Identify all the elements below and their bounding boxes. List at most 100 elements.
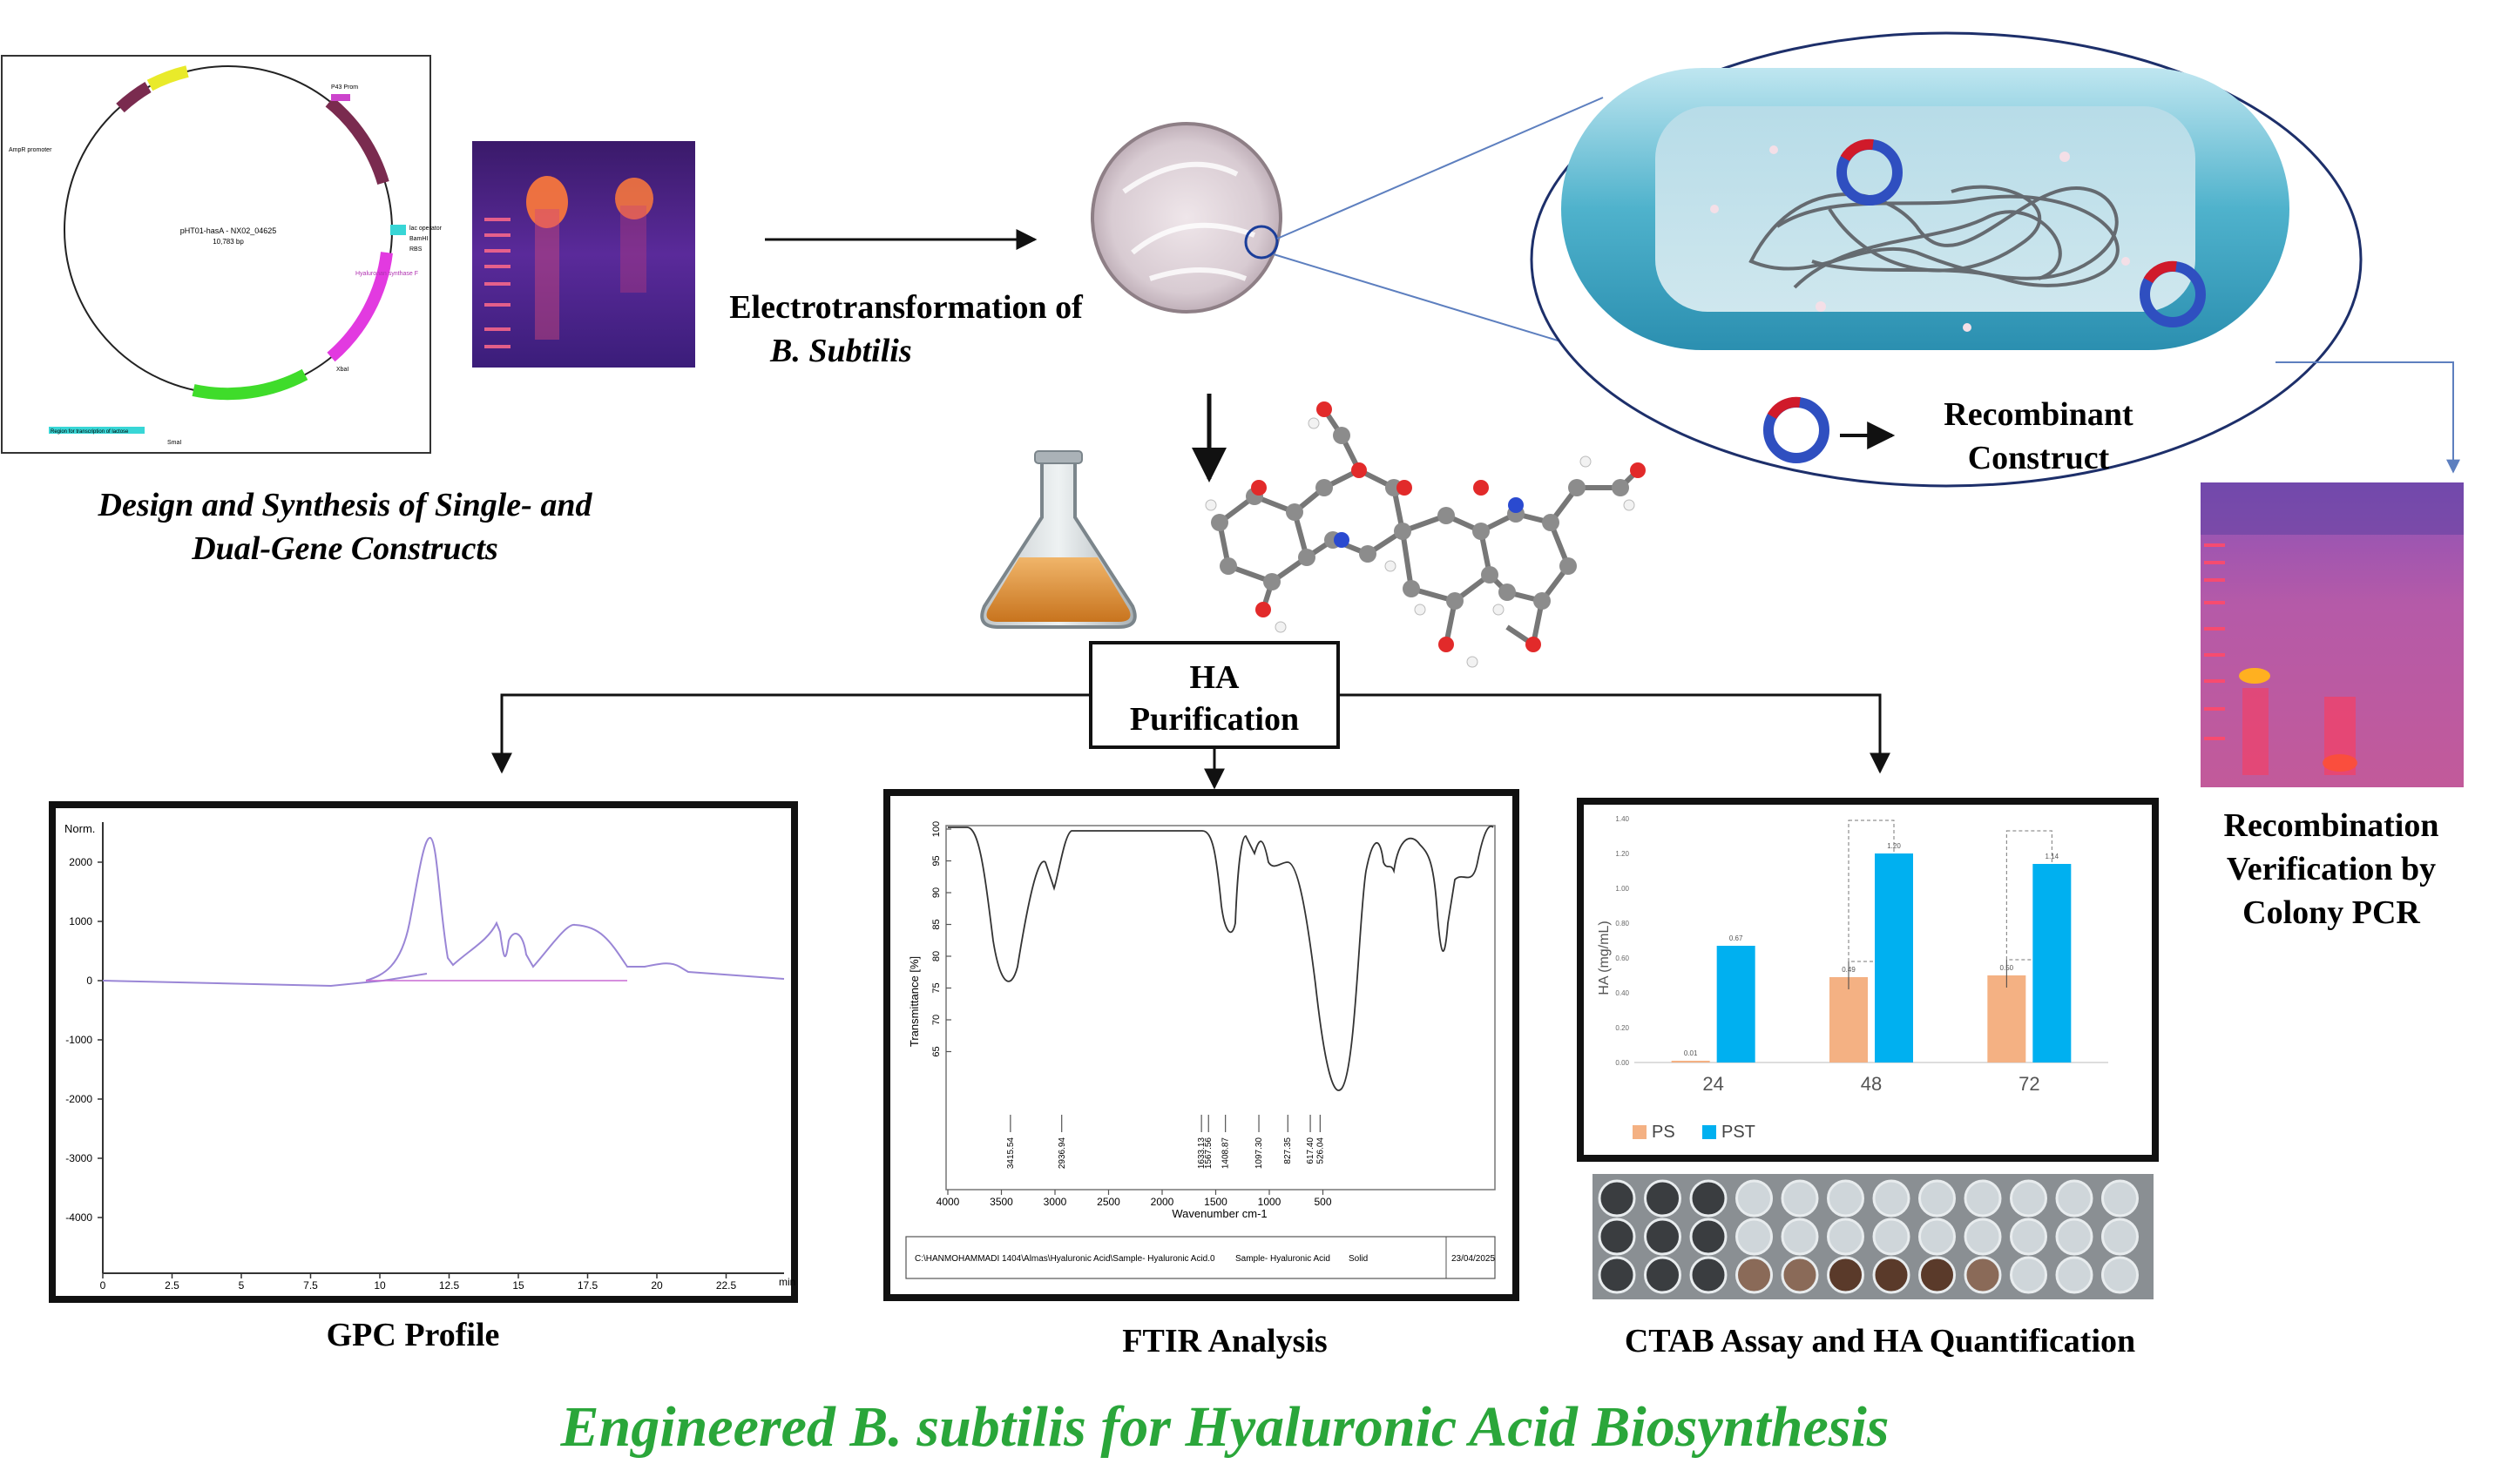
ha-y-tick-label: 0.00 [1615, 1059, 1629, 1067]
gpc-x-tick-label: 5 [239, 1279, 245, 1292]
ha-bar-pst [2032, 864, 2072, 1062]
ftir-peak-label: 617.40 [1306, 1137, 1315, 1164]
ftir-footer-path: C:\HANMOHAMMADI 1404\Almas\Hyaluronic Ac… [915, 1254, 1215, 1264]
ftir-x-tick-label: 1500 [1204, 1196, 1227, 1208]
ftir-y-tick-label: 85 [931, 919, 942, 929]
electro-text-2: B. Subtilis [769, 333, 912, 369]
ha-bar-ps [1829, 977, 1868, 1062]
ha-y-tick-label: 1.00 [1615, 885, 1629, 893]
ha-x-tick-label: 72 [2019, 1073, 2039, 1095]
ha-legend-label: PS [1652, 1123, 1675, 1142]
ha-bar-value-label: 0.01 [1684, 1049, 1698, 1057]
ftir-peak-label: 2936.94 [1058, 1137, 1067, 1170]
plasmid-name: pHT01-hasA - NX02_04625 [180, 226, 277, 235]
plasmid-map: pHT01-hasA - NX02_04625 10,783 bp AmpR p… [1, 55, 443, 454]
ha-y-tick-label: 1.40 [1615, 815, 1629, 823]
ctab-well-plate-photo [1592, 1174, 2154, 1299]
ftir-peak-label: 1567.56 [1204, 1137, 1214, 1170]
plasmid-label-ampr: AmpR promoter [9, 147, 52, 153]
ftir-footer-date: 23/04/2025 [1451, 1254, 1495, 1264]
gpc-x-tick-label: 22.5 [716, 1279, 737, 1292]
gpc-baseline [102, 973, 428, 988]
gpc-y-tick-label: 0 [86, 975, 92, 987]
gpc-trace [365, 836, 785, 981]
gpc-x-tick-label: 0 [100, 1279, 106, 1292]
ftir-peak-label: 1633.13 [1197, 1137, 1207, 1170]
ftir-y-tick-label: 95 [931, 855, 942, 866]
ftir-spectrum [948, 826, 1494, 1091]
plasmid-label-smai: SmaI [167, 440, 181, 446]
hyaluronic-acid-molecule-icon [1205, 401, 1646, 668]
gpc-x-tick-label: 10 [374, 1279, 386, 1292]
ftir-peak-label: 3415.54 [1006, 1137, 1016, 1170]
electro-text-1: Electrotransformation of [729, 289, 1084, 326]
plasmid-label-region: Region for transcription of lactose [51, 429, 129, 435]
plasmid-caption-2: Dual-Gene Constructs [191, 530, 498, 567]
ftir-y-tick-label: 70 [931, 1015, 942, 1025]
ftir-footer-state: Solid [1349, 1254, 1368, 1264]
ftir-y-tick-label: 80 [931, 951, 942, 961]
plasmid-caption-1: Design and Synthesis of Single- and [98, 487, 593, 523]
ha-bar-ps [1671, 1061, 1710, 1062]
plasmid-label-has: Hyaluronan synthase F [355, 271, 418, 277]
ftir-xlabel: Wavenumber cm-1 [1172, 1207, 1267, 1220]
colony-pcr-text-2: Verification by [2227, 851, 2436, 887]
ha-y-tick-label: 0.80 [1615, 920, 1629, 928]
ha-bar-pst [1716, 946, 1755, 1062]
gpc-y-tick-label: -1000 [65, 1034, 92, 1046]
ha-x-tick-label: 24 [1702, 1073, 1723, 1095]
ftir-peak-label: 1408.87 [1221, 1137, 1231, 1170]
gpc-y-tick-label: -2000 [65, 1093, 92, 1105]
gpc-y-tick-label: -4000 [65, 1211, 92, 1224]
colony-pcr-text-1: Recombination [2224, 807, 2439, 844]
gpc-x-tick-label: 17.5 [578, 1279, 598, 1292]
petri-dish [1091, 122, 1282, 314]
gpc-x-unit: min [779, 1276, 795, 1288]
ftir-y-tick-label: 100 [931, 821, 942, 837]
plasmid-label-bamhi: BamHI [409, 236, 428, 242]
gpc-caption: GPC Profile [327, 1317, 500, 1353]
ctab-caption: CTAB Assay and HA Quantification [1625, 1323, 2135, 1359]
plasmid-label-rbs: RBS [409, 246, 423, 253]
flask-icon [980, 450, 1137, 629]
ftir-y-tick-label: 90 [931, 887, 942, 898]
ftir-ylabel: Transmittance [%] [908, 956, 921, 1047]
page-title: Engineered B. subtilis for Hyaluronic Ac… [560, 1395, 1890, 1459]
ftir-x-tick-label: 1000 [1258, 1196, 1281, 1208]
ftir-peak-label: 827.35 [1283, 1137, 1293, 1164]
gpc-x-tick-label: 20 [651, 1279, 663, 1292]
purification-text-2: Purification [1130, 701, 1299, 738]
ha-bar-value-label: 1.14 [2046, 853, 2059, 860]
ftir-caption: FTIR Analysis [1122, 1323, 1327, 1359]
ftir-footer-sample: Sample- Hyaluronic Acid [1235, 1254, 1330, 1264]
gpc-x-tick-label: 15 [512, 1279, 524, 1292]
gpc-x-tick-label: 2.5 [165, 1279, 179, 1292]
recombinant-text-2: Construct [1968, 440, 2110, 476]
gpc-x-tick-label: 12.5 [439, 1279, 460, 1292]
colony-pcr-gel-image [2201, 482, 2464, 787]
gpc-ylabel: Norm. [64, 822, 95, 835]
gpc-y-tick-label: 1000 [69, 915, 92, 928]
plasmid-size: 10,783 bp [213, 238, 244, 246]
ftir-peak-label: 1097.30 [1254, 1137, 1264, 1170]
agarose-gel-image [472, 141, 695, 368]
ha-bar-ps [1987, 975, 2026, 1062]
ftir-x-tick-label: 3500 [990, 1196, 1013, 1208]
gpc-x-tick-label: 7.5 [303, 1279, 318, 1292]
plasmid-label-xbai: XbaI [336, 367, 348, 373]
ha-legend-label: PST [1721, 1123, 1755, 1142]
plasmid-label-p43: P43 Prom [331, 84, 358, 91]
ha-y-tick-label: 0.40 [1615, 989, 1629, 997]
ha-bar-pst [1875, 853, 1913, 1062]
ftir-x-tick-label: 500 [1314, 1196, 1331, 1208]
gpc-x-ticks: 0 2.5 5 7.5 10 12.5 15 17.5 20 22.5 [100, 1273, 737, 1292]
